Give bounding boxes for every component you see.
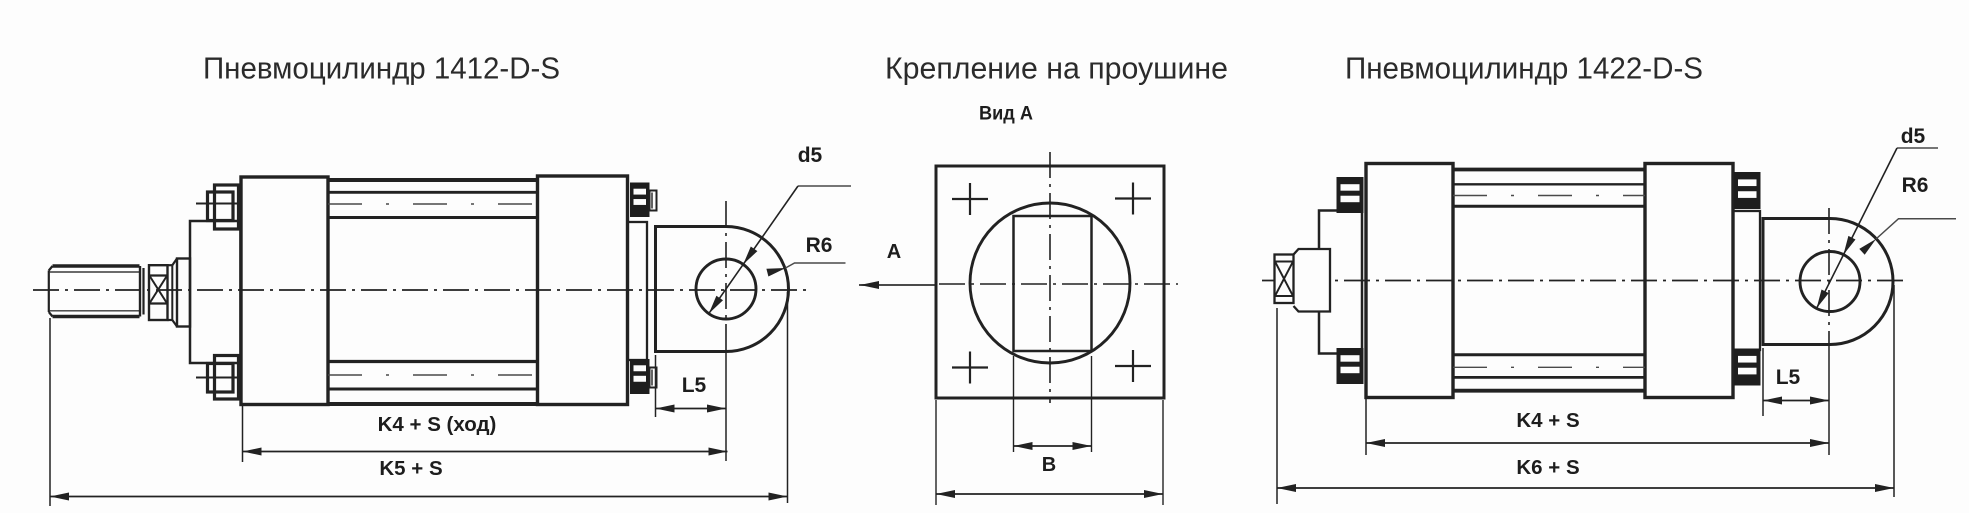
svg-text:R6: R6: [1902, 174, 1929, 197]
svg-text:K5 + S: K5 + S: [379, 457, 442, 480]
svg-text:K4 + S (ход): K4 + S (ход): [378, 413, 497, 436]
svg-text:d5: d5: [798, 144, 823, 167]
svg-text:Вид А: Вид А: [979, 104, 1033, 125]
svg-text:K4 + S: K4 + S: [1516, 409, 1579, 432]
svg-text:Крепление на проушине: Крепление на проушине: [885, 51, 1228, 86]
svg-text:L5: L5: [1776, 366, 1801, 389]
svg-text:Пневмоцилиндр 1412-D-S: Пневмоцилиндр 1412-D-S: [203, 51, 560, 86]
svg-text:В: В: [1042, 454, 1056, 476]
svg-text:R6: R6: [806, 234, 833, 257]
svg-text:L5: L5: [682, 374, 707, 397]
svg-text:K6 + S: K6 + S: [1516, 456, 1579, 479]
svg-text:А: А: [887, 241, 901, 263]
svg-text:Пневмоцилиндр 1422-D-S: Пневмоцилиндр 1422-D-S: [1345, 51, 1703, 86]
svg-text:d5: d5: [1901, 125, 1926, 148]
